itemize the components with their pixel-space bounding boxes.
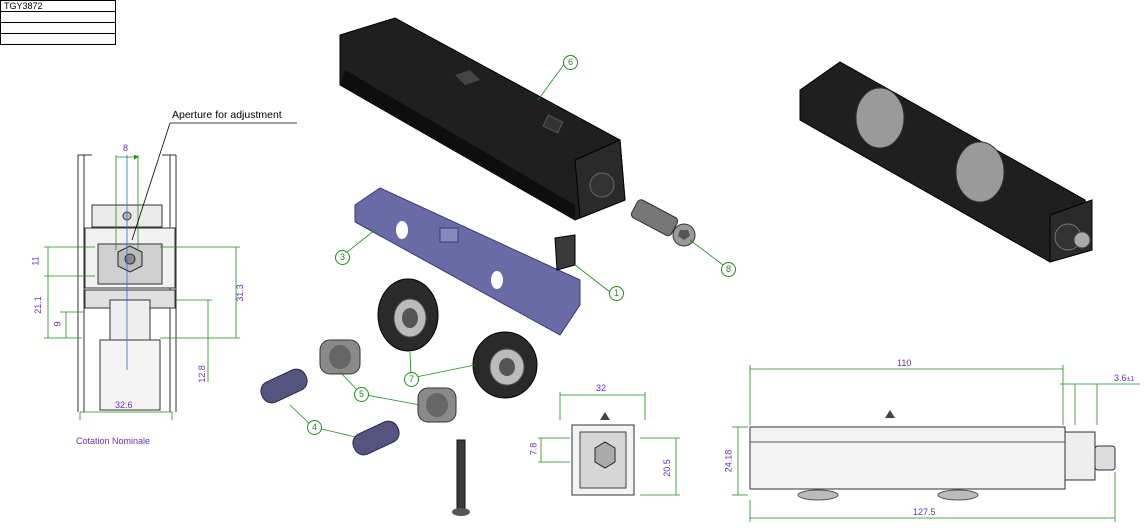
side-elevation: [749, 410, 1116, 501]
title-block-row: [0, 33, 116, 45]
dim-3-6: 3.6±1: [1114, 373, 1134, 383]
dim-32: 32: [596, 383, 607, 393]
adjustment-plate: [354, 187, 581, 336]
assembled-iso-view: [799, 61, 1093, 263]
screw-8: [630, 199, 696, 247]
cross-section-view: [77, 154, 177, 412]
dim-9: 9: [52, 321, 63, 327]
dim-7-8: 7.8: [528, 442, 539, 456]
callout-6: 6: [563, 55, 578, 70]
dim-8: 8: [123, 143, 129, 153]
dim-12-8: 12.8: [196, 365, 207, 383]
wheel-7-left: [377, 278, 439, 352]
wheel-7-right: [472, 331, 538, 399]
dim-21-1: 21.1: [32, 296, 43, 314]
long-screw: [452, 439, 470, 516]
pin-4: [260, 368, 400, 456]
cotation-label: Cotation Nominale: [76, 436, 151, 446]
dim-24-18: 24.18: [723, 449, 734, 473]
callout-4: 4: [307, 420, 322, 435]
end-view-dimension-lines: [538, 392, 680, 496]
end-view: [571, 412, 635, 496]
aperture-label: Aperture for adjustment: [172, 109, 282, 121]
callout-7: 7: [404, 372, 419, 387]
spacer-plate: [554, 234, 576, 271]
aperture-leader: [131, 122, 297, 241]
title-block: TGY3872: [0, 0, 116, 45]
dim-3-6-tolerance: ±1: [1126, 376, 1135, 383]
dim-3-6-value: 3.6: [1114, 373, 1127, 383]
side-elevation-dimension-lines: [732, 365, 1140, 522]
callout-3: 3: [335, 250, 350, 265]
cross-section-dimension-lines: [44, 154, 240, 420]
callout-5: 5: [354, 387, 369, 402]
bearing-5: [319, 339, 457, 423]
dim-11: 11: [30, 256, 41, 266]
dim-20-5: 20.5: [661, 459, 672, 477]
dim-32-6: 32.6: [115, 400, 133, 410]
dim-110: 110: [897, 358, 912, 368]
dim-31-3: 31.3: [234, 284, 245, 302]
dim-127-5: 127.5: [913, 507, 936, 517]
callout-1: 1: [609, 286, 624, 301]
carrier-housing: [339, 17, 626, 221]
callout-8: 8: [721, 262, 736, 277]
